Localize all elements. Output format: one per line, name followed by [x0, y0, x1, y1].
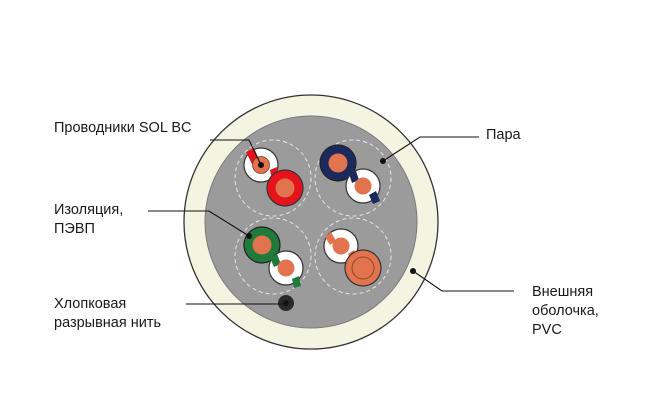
leader-dot: [410, 268, 416, 274]
conductor: [277, 259, 295, 277]
leader-lines: [148, 136, 514, 305]
wire-red-solid: [266, 169, 304, 207]
wire-green-white: [268, 250, 304, 288]
leader-conductors: [210, 139, 262, 166]
label-insulation: Изоляция, ПЭВП: [54, 202, 124, 237]
pair-red: [243, 147, 304, 207]
wire-blue-solid: [319, 144, 357, 182]
conductor: [351, 256, 375, 280]
wire-green-solid: [243, 226, 281, 264]
leader-dot: [380, 158, 386, 164]
pair-blue: [319, 144, 381, 204]
pair-boundary: [314, 139, 392, 217]
leader-dot: [258, 162, 264, 168]
wire-orange-white: [323, 228, 359, 264]
label-conductors: Проводники SOL BC: [54, 120, 192, 136]
leader-pair: [382, 136, 479, 162]
leader-jacket: [412, 270, 514, 292]
cable-core: [204, 115, 418, 329]
pair-boundary: [234, 217, 312, 295]
pair-boundary: [234, 139, 312, 217]
leader-insulation: [148, 210, 250, 237]
wire-orange-solid: [344, 249, 382, 287]
label-pair: Пара: [486, 127, 521, 143]
conductor: [252, 235, 272, 255]
conductor: [332, 237, 350, 255]
pair-orange: [323, 228, 382, 287]
conductor: [275, 178, 295, 198]
leader-dot: [246, 233, 252, 239]
conductor: [328, 153, 348, 173]
pair-boundary: [314, 217, 392, 295]
label-jacket: Внешняя оболочка, PVC: [532, 284, 599, 338]
conductor: [354, 177, 372, 195]
label-ripcord: Хлопковая разрывная нить: [54, 296, 162, 331]
wire-blue-white: [345, 168, 381, 204]
pair-green: [243, 226, 304, 288]
